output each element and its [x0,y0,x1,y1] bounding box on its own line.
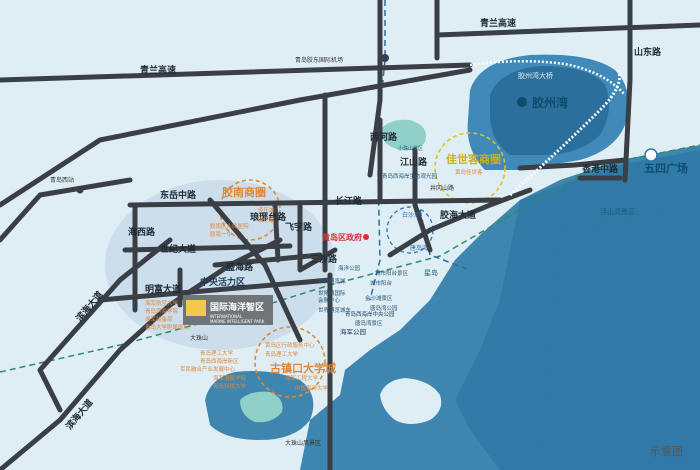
xiaozhushan-label: 小珠山景区 [398,145,423,152]
road-label-minggong: 明富大道 [145,283,181,295]
note-b7: 城市阳台景区 [375,269,409,277]
project-en1: INTERNATIONAL [210,314,243,319]
project-block[interactable]: 国际海洋智区 INTERNATIONAL MARINE INTELLIGENT … [183,295,273,325]
bay-bridge-north [469,60,626,96]
baishahe-label: 白沙河 [402,211,420,219]
tangdao-label: 唐岛湾 [410,244,428,252]
road-label-jiangshan: 江山路 [400,156,428,168]
sea-area [205,54,700,470]
dazhushan-station: 大珠山 [190,334,208,342]
road-label-feiyu: 飞宇路 [285,221,313,233]
note-gz-2: 青岛理工大学 [265,350,299,358]
note-gz-4: 中国海洋大学 [295,384,329,392]
note-left-7: 军民融合产业发展中心 [180,365,236,373]
road-label-xianggang: 香港中路 [581,163,619,175]
road-label-dongyue: 东岳中路 [160,189,197,201]
road-label-qingda-left: 青兰高速 [140,64,176,76]
note-left-5: 青岛理工大学 [200,349,234,357]
note-jiaonan-1: 胶南区人民医院 [210,222,249,230]
xihaian-center: 青岛西海岸中央公园 [345,310,395,318]
note-jiaonan-2: 胶南一中 [210,230,232,238]
xingdao-label: 星岛 [424,268,438,277]
project-en2: MARINE INTELLIGENT PARK [210,319,265,324]
road-label-langya: 琅琊台路 [250,211,287,223]
note-b5: 世界博览城东 [318,306,352,314]
jiashike-sub: 黄岛佳世客 [455,168,483,176]
road-label-qingda-top: 青兰高速 [480,17,516,29]
road-label-shandong: 山东路 [634,46,662,58]
road-label-sansha: 三沙路 [310,253,338,265]
note-b9: 金沙滩景区 [365,294,393,302]
jiaonan-circle-label: 胶南商圈 [222,185,266,199]
west-station-label: 青岛西站 [50,176,74,184]
note-jiaonan-4: 家乐福 [258,216,275,224]
gov-icon [363,234,369,240]
wusi-icon [644,148,658,162]
note-b8: 城市阳台 [370,279,393,287]
guzhenkou-label: 古镇口大学城 [270,361,336,375]
note-b2: 世界博览城 [318,277,346,285]
note-left-6: 青岛西海岸新区 [200,357,239,365]
note-gz-6: 海军工程大学 [285,374,319,382]
note-b6: 海洋公园 [338,264,361,272]
zhongyang-label: 中央活力区 [200,276,245,288]
project-logo [186,300,206,316]
road-label-changjiang: 长江路 [335,195,363,207]
note-gz-1: 黄岛区行政服务中心 [265,341,315,349]
jinggangshan-label: 井冈山路 [430,184,454,192]
note-left-2: 青岛滨海学院 [145,307,179,315]
road-label-binhai-big: 滨海大道 [73,289,105,324]
road-label-shenghai: 盛海路 [226,261,254,273]
jiaozhou-bay-label: 胶州湾 [532,95,568,110]
note-gz-5: 青岛科技大学 [213,382,247,390]
note-gz-3: 海军潜艇学院 [213,374,247,382]
note-left-4: 青岛大学附属医院 [145,323,190,331]
wusi-label: 五四广场 [644,161,688,175]
road-label-shiji: 世纪大道 [160,243,196,255]
gov-label: 黄岛区政府 [322,232,362,242]
note-jiaonan-3: 佳乐城 [258,206,275,214]
note-left-3: 海军装备部 [145,315,173,323]
west-station-icon [76,186,84,194]
schematic-note: 示意图 [650,444,683,458]
road-label-bridge: 胶州湾大桥 [518,71,553,80]
note-b4: 会展中心 [318,296,341,304]
note-b11: 唐岛湾景区 [355,319,383,327]
bay-bridge [508,69,621,197]
note-b10: 唐岛湾公园 [370,304,398,312]
fushan-label: 浮山湾景区 [600,207,635,216]
dazhushan-scenic: 大珠山风景区 [285,439,321,447]
guzhenkou-circle [254,326,326,398]
project-label: 国际海洋智区 [210,301,264,313]
haijun-park: 海军公园 [340,327,366,336]
road-label-jiaohe: 胶海大道 [440,209,476,221]
jiashike-label: 佳世客商圈 [446,152,501,166]
note-b1: 青岛西海岸生态观光园 [382,172,438,180]
note-left-1: 海军航空大学 [145,299,179,307]
jiashike-circle [434,132,506,204]
bay-icon [517,97,527,107]
road-label-haixi: 海西路 [128,226,156,238]
airport-icon [381,54,389,62]
airport-label: 青岛胶东国际机场 [295,56,343,64]
road-label-lianghe: 两河路 [370,131,398,143]
note-b3: 世博城国际 [318,289,346,297]
